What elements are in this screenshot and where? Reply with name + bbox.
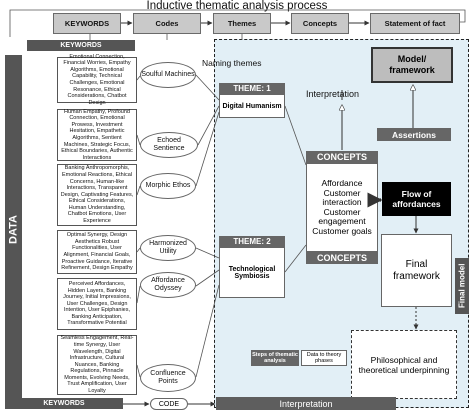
keyword-group-2: Human Empathy, Profound Connection, Emot… (57, 109, 137, 161)
keywords-footer: KEYWORDS (5, 398, 123, 409)
concept-item: Affordance (321, 178, 363, 188)
code-morphic-ethos: Morphic Ethos (140, 173, 196, 199)
steps-of-thematic-analysis: Steps of thematic analysis (251, 350, 299, 366)
code-bottom-label: CODE (150, 398, 188, 410)
concept-item: Customer goals (312, 225, 372, 236)
step-codes: Codes (133, 13, 201, 34)
keyword-group-3: Banking Anthropomorphis, Emotional React… (57, 164, 137, 226)
concepts-footer: CONCEPTS (306, 252, 378, 264)
model-framework-box: Model/ framework (371, 47, 453, 83)
philosophical-underpinning-box: Philosophical and theoretical underpinni… (351, 330, 457, 399)
concept-item: Customer interaction (322, 187, 362, 207)
assertions-box: Assertions (377, 128, 451, 141)
flow-of-affordances-box: Flow of affordances (382, 182, 451, 216)
interpretation-label-top: Interpretation (306, 89, 360, 99)
data-to-theory-phases: Data to theory phases (301, 350, 347, 366)
theme-2-name: Technological Symbiosis (219, 247, 285, 298)
interpretation-bottom-bar: Interpretation (216, 397, 396, 410)
theme-1-name: Digital Humanism (219, 94, 285, 118)
code-echoed-sentience: Echoed Sentience (140, 132, 198, 158)
concepts-list: Affordance Customer interaction Customer… (306, 163, 378, 252)
step-keywords: KEYWORDS (53, 13, 121, 34)
keyword-group-1: Emotional Connection, Financial Worries,… (57, 54, 137, 106)
code-affordance-odyssey: Affordance Odyssey (140, 272, 196, 298)
diagram-title: Inductive thematic analysis process (146, 0, 328, 12)
keyword-group-5: Perceived Affordances, Hidden Layers, Ba… (57, 278, 137, 330)
step-themes: Themes (213, 13, 271, 34)
theme-2-header: THEME: 2 (219, 236, 285, 247)
theme-1-header: THEME: 1 (219, 83, 285, 94)
code-harmonized-utility: Harmonized Utility (140, 235, 196, 261)
keywords-header: KEYWORDS (27, 40, 135, 51)
step-concepts: Concepts (291, 13, 349, 34)
concept-item: Customer engagement (318, 206, 366, 226)
keyword-group-6: Seamless Engagement, Real-time Synergy, … (57, 335, 137, 395)
naming-themes-label: Naming themes (202, 58, 262, 68)
concepts-header: CONCEPTS (306, 151, 378, 163)
keyword-group-4: Optimal Synergy, Design Aesthetics Robus… (57, 230, 137, 274)
step-statement-of-fact: Statement of fact (370, 13, 460, 34)
code-confluence-points: Confluence Points (140, 364, 196, 392)
final-framework-box: Final framework (381, 234, 452, 307)
code-soulful-machines: Soulful Machines (140, 62, 196, 88)
